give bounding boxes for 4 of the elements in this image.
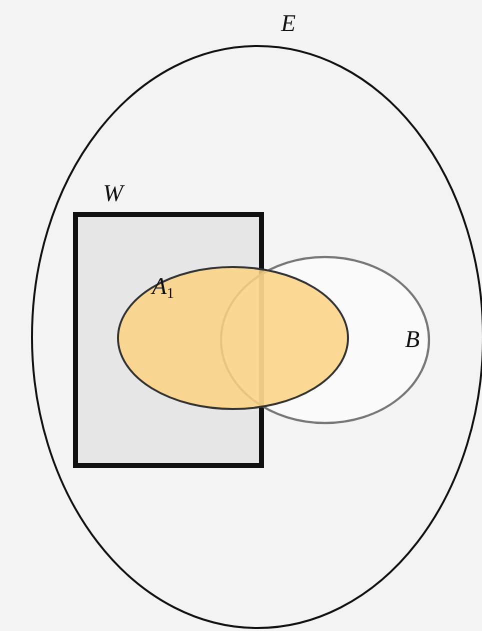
set-label: E	[281, 12, 296, 36]
set-label: W	[103, 182, 123, 206]
ellipse-region	[117, 266, 349, 410]
set-label: B	[405, 328, 420, 352]
